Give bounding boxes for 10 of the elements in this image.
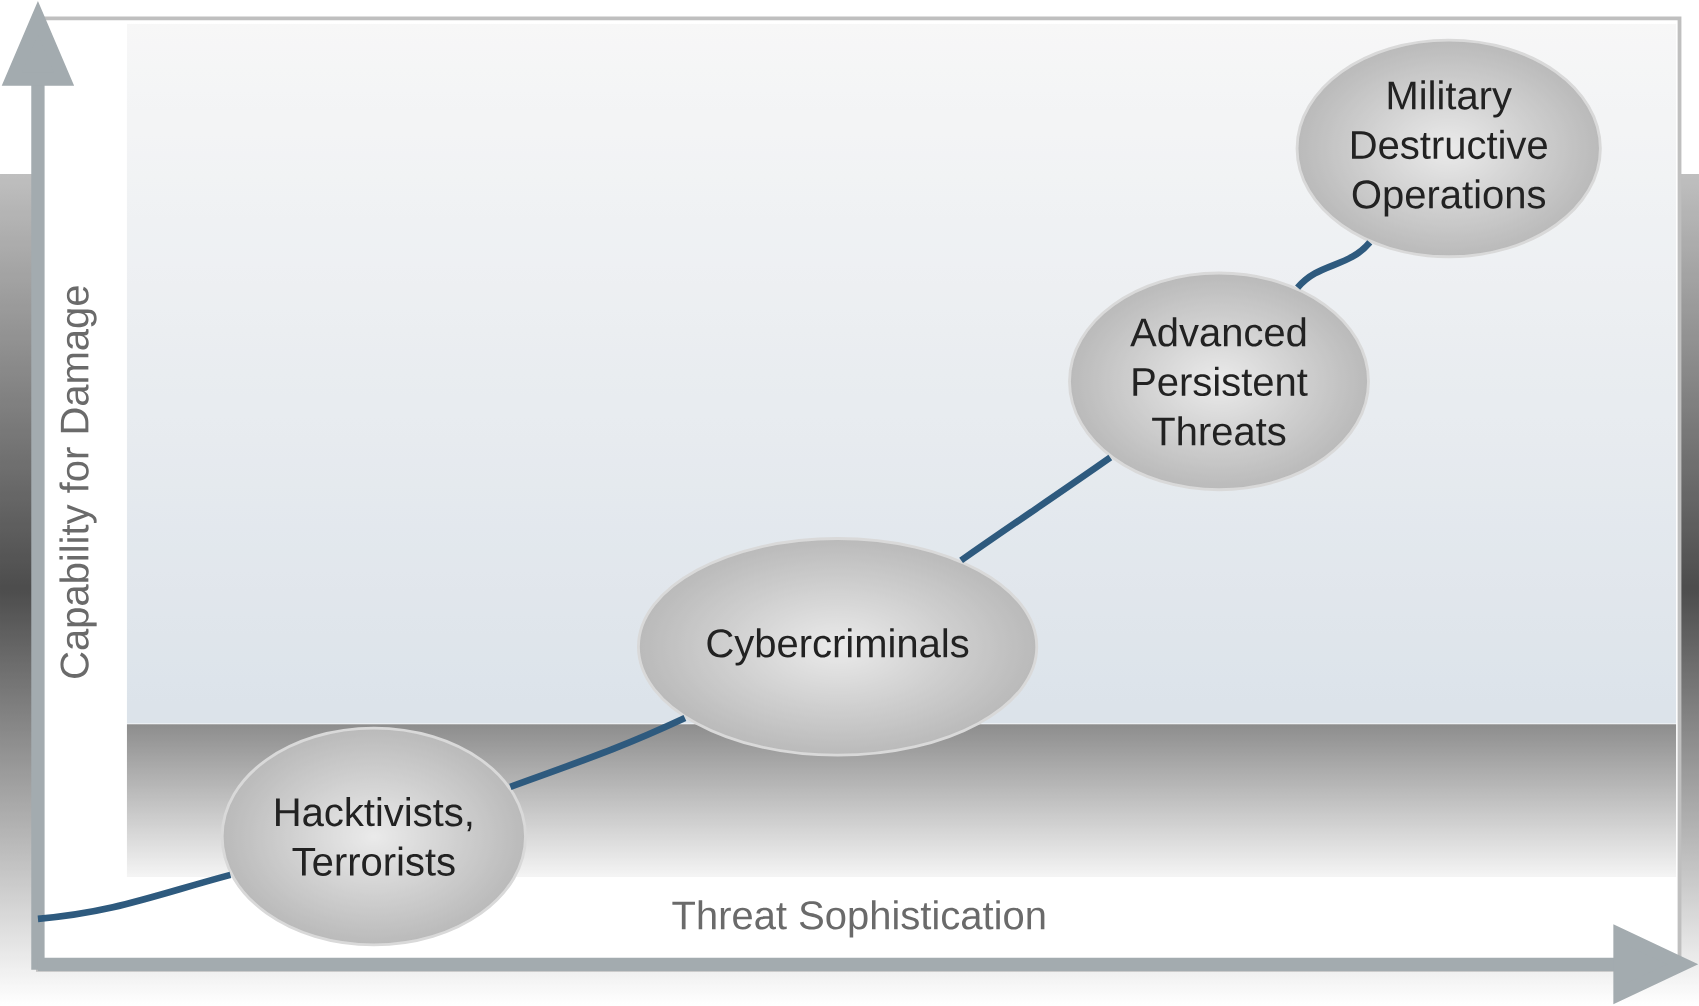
- curve-line: [1295, 240, 1373, 291]
- curve-line: [37, 871, 232, 923]
- axis-label: Capability for Damage: [59, 286, 97, 679]
- curve-line: [959, 455, 1113, 564]
- ellipse-node: Advanced Persistent Threats: [1068, 271, 1370, 492]
- curve-line: [509, 715, 687, 791]
- ellipse-node: Hacktivists, Terrorists: [220, 726, 527, 947]
- axis-label: Threat Sophistication: [672, 900, 1045, 938]
- ellipse-node: Cybercriminals: [637, 537, 1039, 757]
- ellipse-node: Military Destructive Operations: [1295, 38, 1602, 259]
